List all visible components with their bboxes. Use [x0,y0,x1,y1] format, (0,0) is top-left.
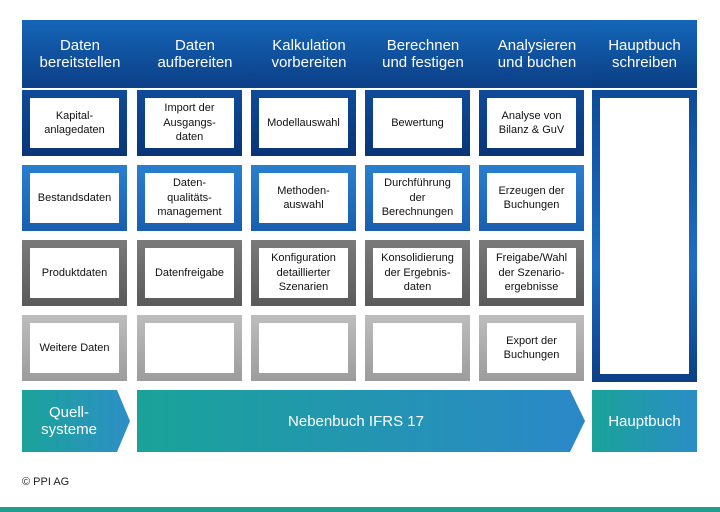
cell-label: Weitere Daten [39,341,110,354]
cell-bewertung: Bewertung [365,90,470,156]
step-label: Analysieren und buchen [497,37,577,71]
cell-durchfuehrung-berechnungen: Durchführung der Berechnungen [365,165,470,231]
cell-label: Durchführung der Berechnungen [381,177,454,219]
step-analysieren-und-buchen: Analysieren und buchen [479,20,607,88]
step-label: Berechnen und festigen [382,37,464,71]
cell-label: Konfiguration detaillierter Szenarien [271,252,336,294]
cell-weitere-daten: Weitere Daten [22,315,127,381]
cell-konsolidierung-ergebnisdaten: Konsolidierung der Ergebnis- daten [365,240,470,306]
hauptbuch-label: Hauptbuch [608,412,681,430]
cell-produktdaten: Produktdaten [22,240,127,306]
step-label: Daten aufbereiten [157,37,233,71]
cell-methodenauswahl: Methoden- auswahl [251,165,356,231]
cell-empty [251,315,356,381]
cell-modellauswahl: Modellauswahl [251,90,356,156]
step-kalkulation-vorbereiten: Kalkulation vorbereiten [251,20,379,88]
cell-label: Datenfreigabe [154,266,225,279]
hauptbuch-column [592,90,697,382]
hauptbuch-box: Hauptbuch [592,390,697,452]
cell-label: Modellauswahl [267,116,340,129]
cell-export-buchungen: Export der Buchungen [479,315,584,381]
cell-label: Daten- qualitäts- management [157,177,222,219]
step-daten-aufbereiten: Daten aufbereiten [137,20,265,88]
bottom-divider [0,507,720,512]
cell-label: Erzeugen der Buchungen [498,184,565,212]
copyright-text: © PPI AG [22,476,70,488]
cell-empty [137,315,242,381]
cell-empty [365,315,470,381]
step-label: Daten bereitstellen [39,37,121,71]
cell-label: Import der Ausgangs- daten [163,102,216,144]
cell-label: Analyse von Bilanz & GuV [498,109,565,137]
quellsysteme-arrow: Quell- systeme [22,390,130,452]
cell-label: Export der Buchungen [503,334,560,362]
cell-label: Bewertung [391,116,444,129]
nebenbuch-label: Nebenbuch IFRS 17 [288,412,424,430]
cell-datenqualitaetsmanagement: Daten- qualitäts- management [137,165,242,231]
cell-analyse-bilanz-guv: Analyse von Bilanz & GuV [479,90,584,156]
step-hauptbuch-schreiben: Hauptbuch schreiben [592,20,697,88]
step-berechnen-und-festigen: Berechnen und festigen [365,20,493,88]
cell-datenfreigabe: Datenfreigabe [137,240,242,306]
cell-label: Produktdaten [41,266,108,279]
step-label: Kalkulation vorbereiten [271,37,347,71]
cell-bestandsdaten: Bestandsdaten [22,165,127,231]
quellsysteme-label: Quell- systeme [41,404,97,438]
cell-freigabe-szenarioergebnisse: Freigabe/Wahl der Szenario- ergebnisse [479,240,584,306]
step-label: Hauptbuch schreiben [608,37,681,71]
cell-kapitalanlagedaten: Kapital- anlagedaten [22,90,127,156]
cell-erzeugen-buchungen: Erzeugen der Buchungen [479,165,584,231]
cell-label: Kapital- anlagedaten [44,109,105,137]
cell-konfiguration-szenarien: Konfiguration detaillierter Szenarien [251,240,356,306]
cell-import-ausgangsdaten: Import der Ausgangs- daten [137,90,242,156]
cell-label: Freigabe/Wahl der Szenario- ergebnisse [495,252,568,294]
cell-label: Bestandsdaten [37,191,112,204]
nebenbuch-arrow: Nebenbuch IFRS 17 [137,390,585,452]
hauptbuch-column-body [600,98,689,374]
step-daten-bereitstellen: Daten bereitstellen [22,20,150,88]
cell-label: Konsolidierung der Ergebnis- daten [381,252,454,294]
cell-label: Methoden- auswahl [277,184,330,212]
